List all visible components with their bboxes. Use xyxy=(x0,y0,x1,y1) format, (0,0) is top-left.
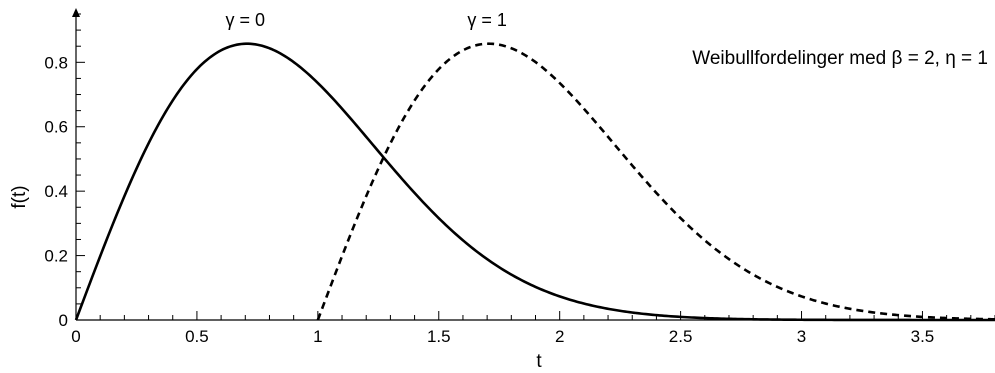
x-tick-label: 1.5 xyxy=(427,327,451,346)
curve-label-gamma-1: γ = 1 xyxy=(467,10,507,30)
y-axis-label: f(t) xyxy=(9,185,30,208)
series-group xyxy=(74,42,995,322)
x-tick-label: 3 xyxy=(797,327,806,346)
x-tick-label: 3.5 xyxy=(911,327,935,346)
y-tick-label: 0.8 xyxy=(44,53,68,72)
y-axis-arrow xyxy=(72,8,80,17)
y-ticks: 0 0.2 0.4 0.6 0.8 xyxy=(44,13,85,330)
x-tick-label: 2.5 xyxy=(669,327,693,346)
y-tick-label: 0.6 xyxy=(44,118,68,137)
chart-annotation: Weibullfordelinger med β = 2, η = 1 xyxy=(692,48,988,69)
y-tick-label: 0.2 xyxy=(44,247,68,266)
x-tick-label: 1 xyxy=(313,327,322,346)
x-ticks: 0 0.5 1 1.5 2 2.5 3 3.5 xyxy=(71,311,995,346)
x-tick-label: 0.5 xyxy=(185,327,209,346)
x-axis-label: t xyxy=(536,351,542,372)
curve-label-gamma-0: γ = 0 xyxy=(226,10,266,30)
y-tick-label: 0.4 xyxy=(44,182,68,201)
y-tick-label: 0 xyxy=(59,311,68,330)
x-tick-label: 0 xyxy=(71,327,80,346)
x-tick-label: 2 xyxy=(555,327,564,346)
series-line-gamma-0 xyxy=(74,42,995,322)
series-line-gamma-1 xyxy=(316,42,995,321)
